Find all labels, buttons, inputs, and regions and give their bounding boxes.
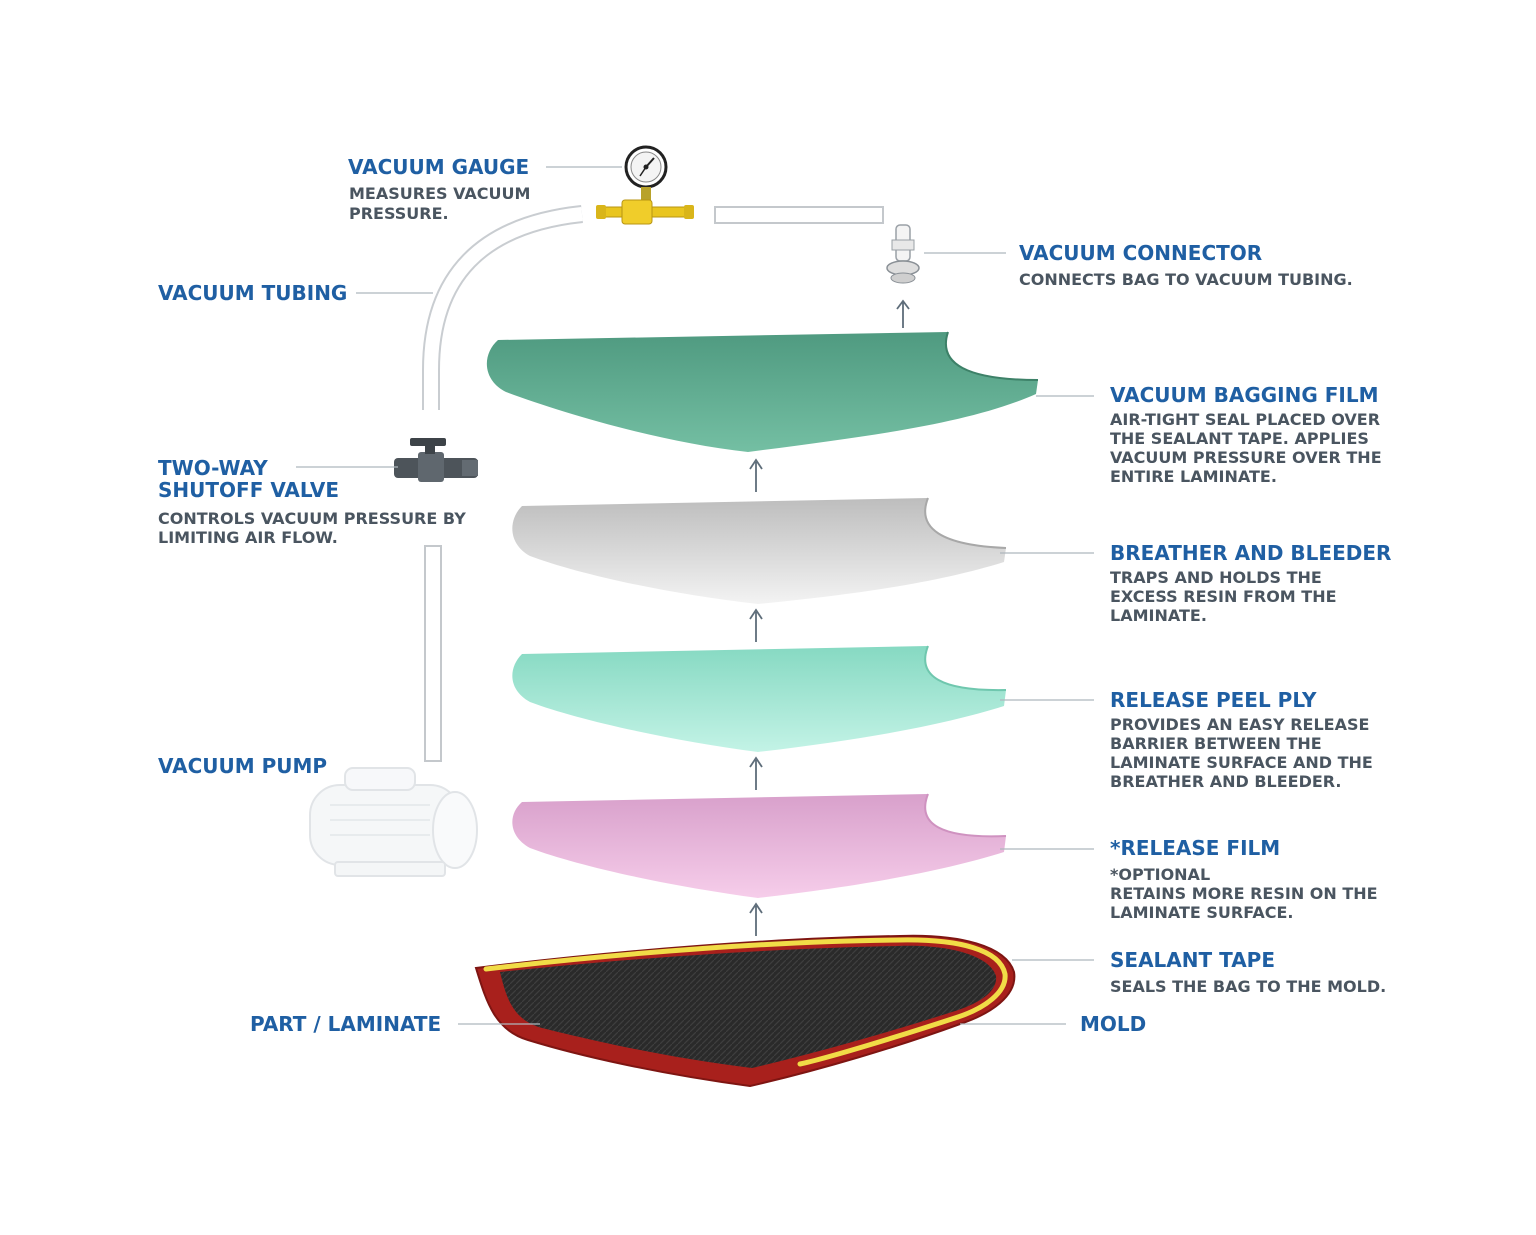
leader-lines (296, 166, 1094, 1025)
breather-bleeder-title: BREATHER AND BLEEDER (1110, 541, 1391, 565)
vacuum-connector-desc-line-1: CONNECTS BAG TO VACUUM TUBING. (1019, 270, 1353, 289)
vacuum-gauge-icon (596, 145, 694, 225)
release-peel-ply-sheet (512, 645, 1007, 752)
vacuum-bagging-film-desc-line-2: THE SEALANT TAPE. APPLIES (1110, 429, 1369, 448)
release-peel-ply-title: RELEASE PEEL PLY (1110, 688, 1317, 712)
vacuum-gauge-desc-line-2: PRESSURE. (349, 204, 449, 223)
vacuum-bagging-film-title: VACUUM BAGGING FILM (1110, 383, 1379, 407)
release-film-desc-line-3: LAMINATE SURFACE. (1110, 903, 1293, 922)
two-way-valve-title-line-1: TWO-WAY (158, 456, 268, 480)
sealant-tape-title: SEALANT TAPE (1110, 948, 1275, 972)
vacuum-bagging-film-desc-line-1: AIR-TIGHT SEAL PLACED OVER (1110, 410, 1380, 429)
vacuum-bagging-film-desc-line-4: ENTIRE LAMINATE. (1110, 467, 1277, 486)
vacuum-pump-title: VACUUM PUMP (158, 754, 327, 778)
part-laminate-title: PART / LAMINATE (250, 1012, 441, 1036)
vacuum-gauge-desc-line-1: MEASURES VACUUM (349, 184, 530, 203)
vacuum-connector-icon (886, 224, 920, 284)
vacuum-tubing-icon (422, 205, 884, 762)
vacuum-pump-icon (309, 767, 478, 877)
release-film-title: *RELEASE FILM (1110, 836, 1280, 860)
release-peel-ply-desc-line-1: PROVIDES AN EASY RELEASE (1110, 715, 1369, 734)
breather-bleeder-desc-line-3: LAMINATE. (1110, 606, 1207, 625)
vacuum-bagging-film-sheet (486, 331, 1039, 452)
release-peel-ply-desc-line-3: LAMINATE SURFACE AND THE (1110, 753, 1373, 772)
breather-bleeder-sheet (512, 497, 1007, 604)
release-peel-ply-desc-line-4: BREATHER AND BLEEDER. (1110, 772, 1342, 791)
vacuum-connector-title: VACUUM CONNECTOR (1019, 241, 1262, 265)
two-way-valve-icon (394, 438, 478, 482)
mold-tray (474, 934, 1016, 1088)
two-way-valve-desc-line-1: CONTROLS VACUUM PRESSURE BY (158, 509, 466, 528)
sealant-tape-strip (483, 937, 1008, 1067)
vacuum-bagging-film-desc-line-3: VACUUM PRESSURE OVER THE (1110, 448, 1382, 467)
layer-arrows (749, 299, 910, 936)
vacuum-tubing-title: VACUUM TUBING (158, 281, 347, 305)
vacuum-gauge-title: VACUUM GAUGE (348, 155, 529, 179)
two-way-valve-title-line-2: SHUTOFF VALVE (158, 478, 339, 502)
sealant-tape-desc-line-1: SEALS THE BAG TO THE MOLD. (1110, 977, 1386, 996)
two-way-valve-desc-line-2: LIMITING AIR FLOW. (158, 528, 338, 547)
breather-bleeder-desc-line-2: EXCESS RESIN FROM THE (1110, 587, 1337, 606)
release-film-sheet (512, 793, 1007, 898)
breather-bleeder-desc-line-1: TRAPS AND HOLDS THE (1110, 568, 1322, 587)
release-film-desc-line-1: *OPTIONAL (1110, 865, 1210, 884)
part-laminate-surface (500, 945, 997, 1068)
release-peel-ply-desc-line-2: BARRIER BETWEEN THE (1110, 734, 1322, 753)
mold-title: MOLD (1080, 1012, 1146, 1036)
release-film-desc-line-2: RETAINS MORE RESIN ON THE (1110, 884, 1378, 903)
